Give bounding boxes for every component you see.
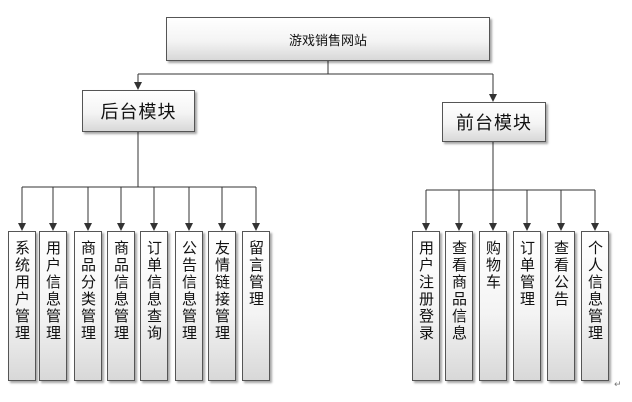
back-leaf-label: 友情链接管理 [213,240,231,342]
front-leaf-node: 个人信息管理 [581,231,609,381]
back-leaf-node: 商品分类管理 [74,231,102,381]
back-leaf-label: 留言管理 [247,240,265,308]
back-leaf-node: 订单信息查询 [140,231,168,381]
back-leaf-label: 公告信息管理 [180,240,198,342]
front-leaf-node: 订单管理 [513,231,541,381]
root-node: 游戏销售网站 [166,17,490,61]
back-module-node: 后台模块 [82,90,195,132]
front-leaf-label: 个人信息管理 [586,240,604,342]
front-leaf-node: 用户注册登录 [412,231,440,381]
front-leaf-label: 用户注册登录 [417,240,435,342]
front-leaf-node: 购物车 [479,231,507,381]
front-leaf-label: 查看公告 [552,240,570,308]
back-leaf-node: 公告信息管理 [175,231,203,381]
front-module-node: 前台模块 [442,102,546,142]
back-module-label: 后台模块 [100,102,177,123]
back-leaf-node: 系统用户管理 [8,231,36,381]
back-leaf-label: 商品信息管理 [112,240,130,342]
front-leaf-label: 购物车 [484,240,502,291]
back-leaf-label: 订单信息查询 [145,240,163,342]
back-leaf-node: 友情链接管理 [208,231,236,381]
front-leaf-label: 查看商品信息 [450,240,468,342]
back-leaf-node: 留言管理 [242,231,270,381]
front-leaf-label: 订单管理 [518,240,536,308]
back-leaf-label: 用户信息管理 [44,240,62,342]
front-module-label: 前台模块 [456,113,532,134]
root-label: 游戏销售网站 [288,33,367,49]
paragraph-mark: ↵ [614,380,622,390]
front-leaf-node: 查看公告 [547,231,575,381]
back-leaf-label: 商品分类管理 [79,240,97,342]
back-leaf-node: 用户信息管理 [39,231,67,381]
back-leaf-label: 系统用户管理 [13,240,31,342]
front-leaf-node: 查看商品信息 [445,231,473,381]
back-leaf-node: 商品信息管理 [107,231,135,381]
